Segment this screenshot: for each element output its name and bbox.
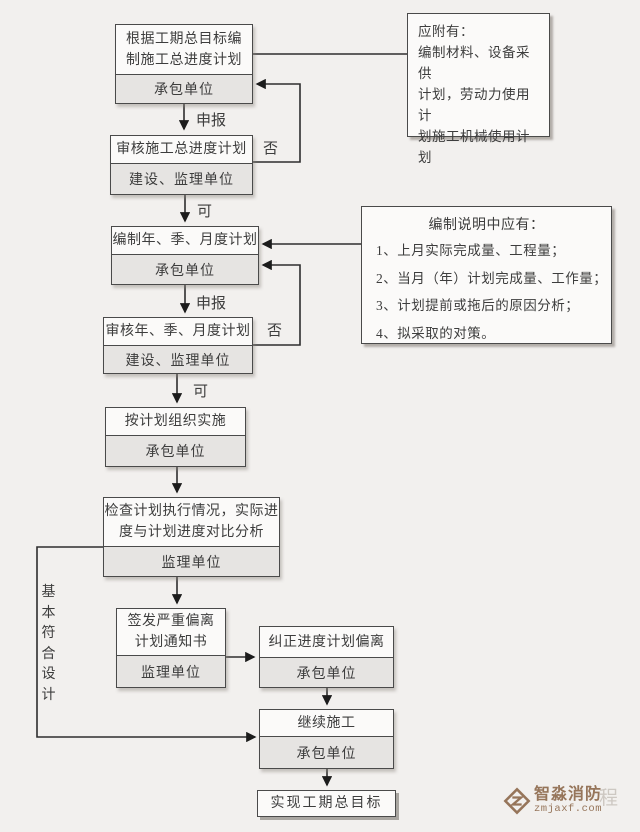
node-unit-label: 监理单位 — [104, 546, 279, 576]
node-issue-deviation-notice: 签发严重偏离 计划通知书 监理单位 — [116, 608, 226, 688]
watermark-logo-icon — [503, 787, 531, 814]
node-unit-label: 承包单位 — [112, 254, 258, 284]
edge-label-no-1: 否 — [263, 141, 279, 157]
watermark-text: 智淼消防 程 zmjaxf.com — [534, 786, 618, 815]
node-unit-label: 承包单位 — [260, 736, 393, 768]
node-continue-construction: 继续施工 承包单位 — [259, 709, 394, 769]
node-action-label: 实现工期总目标 — [270, 796, 383, 811]
node-compile-periodic-plan: 编制年、季、月度计划 承包单位 — [111, 226, 259, 285]
edge-label-yes-2: 可 — [193, 384, 209, 400]
node-unit-label: 建设、监理单位 — [111, 163, 252, 194]
node-action-label: 根据工期总目标编 制施工总进度计划 — [126, 31, 242, 68]
node-action-label: 按计划组织实施 — [124, 414, 227, 429]
node-action-label: 签发严重偏离 计划通知书 — [127, 614, 215, 650]
node-action-label: 检查计划执行情况，实际进 度与计划进度对比分析 — [104, 504, 279, 540]
edge-label-declare-1: 申报 — [196, 113, 227, 129]
note-explanation-item: 3、计划提前或拖后的原因分析； — [376, 298, 580, 313]
node-action-label: 继续施工 — [297, 715, 356, 731]
note-attachment-text: 应附有： 编制材料、设备采供 计划，劳动力使用计 划施工机械使用计 划 — [418, 24, 530, 165]
node-action-label: 纠正进度计划偏离 — [268, 634, 385, 650]
node-achieve-goal: 实现工期总目标 — [257, 790, 396, 817]
node-review-periodic-plan: 审核年、季、月度计划 建设、监理单位 — [103, 317, 253, 374]
note-explanation: 编制说明中应有： 1、上月实际完成量、工程量； 2、当月（年）计划完成量、工作量… — [361, 206, 612, 344]
note-explanation-title: 编制说明中应有： — [428, 218, 545, 233]
node-compile-master-plan: 根据工期总目标编 制施工总进度计划 承包单位 — [115, 24, 253, 104]
watermark-url: zmjaxf.com — [534, 803, 603, 815]
node-correct-deviation: 纠正进度计划偏离 承包单位 — [259, 626, 394, 688]
node-implement-plan: 按计划组织实施 承包单位 — [105, 407, 246, 467]
watermark-ghost-char: 程 — [599, 788, 619, 809]
node-action-label: 编制年、季、月度计划 — [112, 233, 258, 248]
node-unit-label: 建设、监理单位 — [104, 345, 252, 373]
node-action-label: 审核年、季、月度计划 — [105, 324, 251, 339]
node-review-master-plan: 审核施工总进度计划 建设、监理单位 — [110, 135, 253, 195]
note-explanation-item: 2、当月（年）计划完成量、工作量； — [376, 270, 608, 286]
note-explanation-item: 1、上月实际完成量、工程量； — [376, 243, 566, 258]
edge-label-declare-2: 申报 — [196, 296, 227, 312]
note-explanation-item: 4、拟采取的对策。 — [376, 325, 496, 341]
node-unit-label: 承包单位 — [116, 74, 252, 103]
edge-label-basically-conforms-design: 基本符合设计 — [41, 585, 56, 703]
node-inspect-progress: 检查计划执行情况，实际进 度与计划进度对比分析 监理单位 — [103, 497, 280, 577]
node-action-label: 审核施工总进度计划 — [116, 142, 247, 157]
node-unit-label: 承包单位 — [260, 657, 393, 687]
watermark: 智淼消防 程 zmjaxf.com — [503, 786, 635, 815]
edge-label-yes-1: 可 — [197, 204, 213, 220]
watermark-brand: 智淼消防 — [534, 786, 603, 803]
note-attachment: 应附有： 编制材料、设备采供 计划，劳动力使用计 划施工机械使用计 划 — [407, 13, 550, 165]
edge-label-no-2: 否 — [267, 323, 283, 339]
node-unit-label: 监理单位 — [117, 655, 225, 687]
node-unit-label: 承包单位 — [106, 435, 245, 466]
